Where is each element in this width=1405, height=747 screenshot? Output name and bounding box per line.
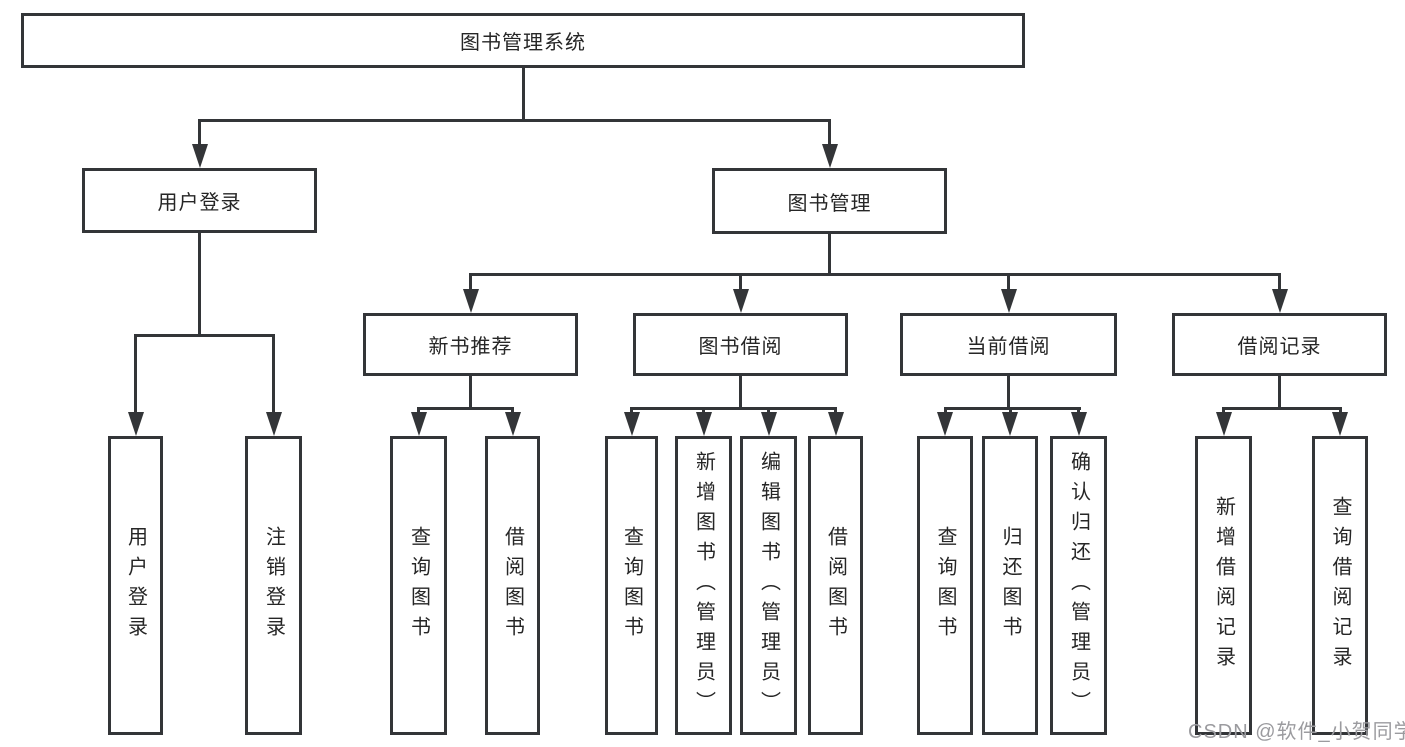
leaf-logout: 注销登录 — [245, 436, 302, 735]
node-borrowing-records: 借阅记录 — [1172, 313, 1387, 376]
node-library-management-system: 图书管理系统 — [21, 13, 1025, 68]
connector-line — [511, 407, 514, 416]
leaf-query-books-current: 查询图书 — [917, 436, 973, 735]
connector-line — [1077, 407, 1080, 416]
connector-line — [943, 407, 947, 416]
leaf-query-books-recommend: 查询图书 — [390, 436, 447, 735]
leaf-label: 用户登录 — [124, 525, 147, 646]
connector-line — [134, 334, 137, 416]
arrow-down-icon — [410, 412, 427, 436]
leaf-label: 注销登录 — [262, 525, 285, 646]
connector-line — [134, 334, 275, 337]
connector-line — [469, 273, 472, 292]
connector-line — [767, 407, 770, 416]
leaf-label: 查询图书 — [407, 525, 430, 646]
arrow-down-icon — [760, 412, 777, 436]
connector-line — [834, 407, 837, 416]
arrow-down-icon — [1070, 412, 1087, 436]
node-label: 图书借阅 — [698, 336, 783, 358]
connector-line — [1222, 407, 1225, 416]
arrow-down-icon — [827, 412, 844, 436]
connector-line — [1007, 273, 1010, 292]
leaf-user-login: 用户登录 — [108, 436, 163, 735]
node-label: 用户登录 — [157, 192, 242, 214]
arrow-down-icon — [1215, 412, 1232, 436]
arrow-down-icon — [127, 412, 144, 436]
arrow-down-icon — [1002, 412, 1018, 436]
node-label: 借阅记录 — [1237, 336, 1322, 358]
leaf-query-borrow-record: 查询借阅记录 — [1312, 436, 1368, 735]
node-label: 当前借阅 — [966, 336, 1051, 358]
connector-line — [198, 119, 201, 148]
leaf-return-books: 归还图书 — [982, 436, 1038, 735]
connector-line — [828, 234, 831, 276]
connector-line — [198, 233, 201, 337]
node-user-login: 用户登录 — [82, 168, 317, 233]
leaf-label: 新增图书（管理员） — [692, 450, 715, 721]
connector-line — [469, 376, 472, 410]
leaf-edit-books-admin: 编辑图书（管理员） — [740, 436, 797, 735]
connector-line — [1338, 407, 1342, 416]
leaf-label: 新增借阅记录 — [1212, 495, 1235, 676]
connector-line — [1007, 376, 1010, 410]
connector-line — [1222, 407, 1342, 410]
leaf-label: 借阅图书 — [824, 525, 847, 646]
leaf-confirm-return-admin: 确认归还（管理员） — [1050, 436, 1107, 735]
node-book-management: 图书管理 — [712, 168, 947, 234]
arrow-down-icon — [504, 412, 521, 436]
connector-line — [1278, 273, 1281, 292]
connector-line — [739, 273, 742, 292]
arrow-down-icon — [462, 289, 479, 313]
leaf-label: 查询图书 — [934, 525, 956, 646]
node-current-borrowing: 当前借阅 — [900, 313, 1117, 376]
arrow-down-icon — [821, 144, 838, 168]
node-new-book-recommendation: 新书推荐 — [363, 313, 578, 376]
leaf-query-books-borrowing: 查询图书 — [605, 436, 658, 735]
connector-line — [630, 407, 633, 416]
leaf-label: 查询借阅记录 — [1329, 495, 1351, 676]
leaf-label: 借阅图书 — [501, 525, 524, 646]
leaf-label: 归还图书 — [999, 525, 1021, 646]
leaf-add-books-admin: 新增图书（管理员） — [675, 436, 732, 735]
leaf-label: 查询图书 — [620, 525, 643, 646]
arrow-down-icon — [1000, 289, 1017, 313]
connector-line — [739, 376, 742, 410]
node-label: 图书管理系统 — [460, 32, 586, 54]
arrow-down-icon — [732, 289, 749, 313]
connector-line — [469, 273, 1281, 276]
watermark: CSDN @软件_小贺同学 — [1188, 721, 1405, 743]
arrow-down-icon — [623, 412, 640, 436]
node-label: 图书管理 — [787, 192, 872, 215]
arrow-down-icon — [191, 144, 208, 168]
node-label: 新书推荐 — [428, 336, 513, 358]
connector-line — [272, 334, 275, 416]
arrow-down-icon — [695, 412, 712, 436]
connector-line — [1278, 376, 1281, 410]
connector-line — [198, 119, 831, 122]
node-book-borrowing: 图书借阅 — [633, 313, 848, 376]
connector-line — [630, 407, 837, 410]
leaf-label: 确认归还（管理员） — [1067, 450, 1090, 721]
connector-line — [417, 407, 420, 416]
arrow-down-icon — [1332, 412, 1348, 436]
connector-line — [521, 68, 525, 122]
arrow-down-icon — [1271, 289, 1288, 313]
connector-line — [943, 407, 1081, 410]
connector-line — [417, 407, 514, 410]
connector-line — [1008, 407, 1012, 416]
leaf-borrow-books-recommend: 借阅图书 — [485, 436, 540, 735]
connector-line — [702, 407, 705, 416]
leaf-label: 编辑图书（管理员） — [757, 450, 780, 721]
arrow-down-icon — [265, 412, 282, 436]
leaf-borrow-books: 借阅图书 — [808, 436, 863, 735]
connector-line — [828, 119, 831, 148]
arrow-down-icon — [937, 412, 953, 436]
leaf-add-borrow-record: 新增借阅记录 — [1195, 436, 1252, 735]
